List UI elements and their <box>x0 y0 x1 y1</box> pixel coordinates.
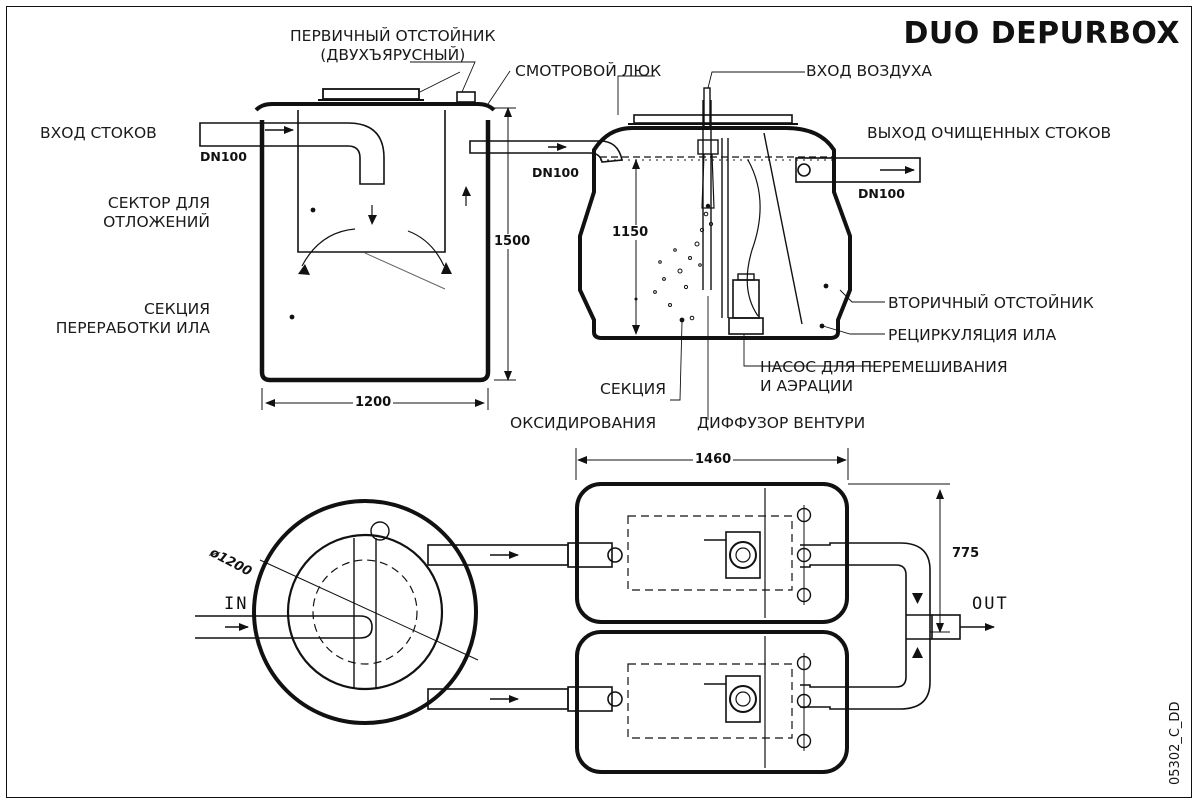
label-mixing-pump: НАСОС ДЛЯ ПЕРЕМЕШИВАНИЯ И АЭРАЦИИ <box>760 358 1008 395</box>
flow-arrow-up <box>462 186 471 196</box>
label-out: OUT <box>972 594 1009 614</box>
label-section: СЕКЦИЯ <box>600 380 667 398</box>
outlet-manifold <box>800 542 961 710</box>
label-in: IN <box>224 594 249 614</box>
dn-middle: DN100 <box>532 165 579 180</box>
dim-primary-width: 1200 <box>353 395 394 410</box>
label-air-inlet: ВХОД ВОЗДУХА <box>806 62 933 80</box>
dim-aeration-height: 1150 <box>610 225 651 240</box>
brand-logo: DUO DEPURBOX <box>903 16 1180 51</box>
primary-settler-elevation <box>254 88 496 383</box>
drawing-code: 05302_C_DD <box>1168 701 1183 785</box>
plan-inflow-bottom <box>427 688 569 710</box>
dn-inlet: DN100 <box>200 149 247 164</box>
dim-primary-height: 1500 <box>492 234 533 249</box>
label-treated-outlet: ВЫХОД ОЧИЩЕННЫХ СТОКОВ <box>867 124 1112 142</box>
label-secondary-settler: ВТОРИЧНЫЙ ОТСТОЙНИК <box>888 294 1094 312</box>
flow-arrow-right <box>441 262 452 274</box>
aeration-tank-plan-top <box>567 482 849 624</box>
label-inspection-hatch: СМОТРОВОЙ ЛЮК <box>515 62 662 80</box>
dim-plan-width: 775 <box>950 546 982 561</box>
label-sludge-recirculation: РЕЦИРКУЛЯЦИЯ ИЛА <box>888 326 1057 344</box>
label-sediment-sector: СЕКТОР ДЛЯ ОТЛОЖЕНИЙ <box>103 194 210 231</box>
dim-aeration-length: 1460 <box>693 452 734 467</box>
outlet-pipe <box>795 157 921 183</box>
primary-inlet-pipe <box>199 122 385 185</box>
aeration-tank-plan-bottom <box>567 630 849 774</box>
plan-inlet-pipe <box>195 615 373 639</box>
manifold-arrow-up <box>912 647 923 658</box>
dn-outlet: DN100 <box>858 186 905 201</box>
label-primary-settler: ПЕРВИЧНЫЙ ОТСТОЙНИК (ДВУХЪЯРУСНЫЙ) <box>290 27 496 64</box>
primary-settler-plan <box>252 499 479 725</box>
label-oxidation: ОКСИДИРОВАНИЯ <box>510 414 657 432</box>
leader-lines <box>410 61 885 420</box>
air-inlet-pipe <box>703 87 711 129</box>
manifold-arrow-down <box>912 593 923 604</box>
flow-arrow-left <box>298 264 310 275</box>
label-sludge-section: СЕКЦИЯ ПЕРЕРАБОТКИ ИЛА <box>55 300 210 337</box>
flow-arrow-down <box>368 215 377 225</box>
aeration-tank-elevation <box>578 100 852 340</box>
label-venturi-diffuser: ДИФФУЗОР ВЕНТУРИ <box>697 414 866 432</box>
plan-inflow-top <box>427 544 569 566</box>
label-sewage-inlet: ВХОД СТОКОВ <box>40 124 157 142</box>
